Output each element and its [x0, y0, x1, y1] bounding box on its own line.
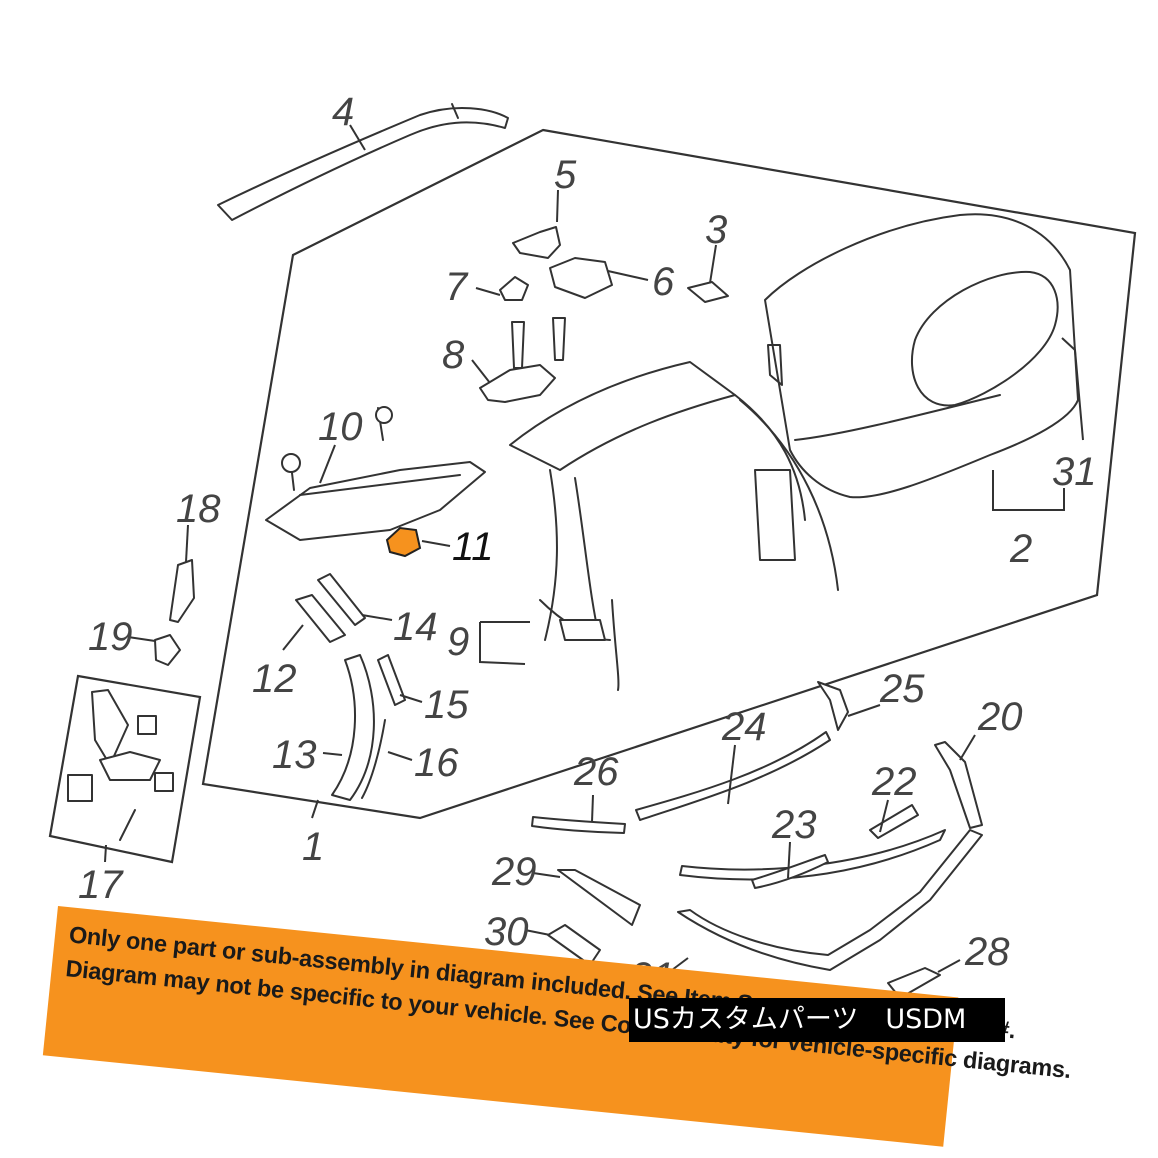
callout-8: 8 [442, 333, 465, 377]
soft-top-drawing [764, 213, 1079, 499]
callout-11: 11 [452, 525, 494, 569]
callout-15: 15 [424, 683, 469, 727]
top-frame-mechanism-drawing [509, 361, 839, 691]
callout-9: 9 [447, 620, 469, 664]
callout-7: 7 [445, 265, 469, 309]
bracket-drawings [154, 559, 195, 666]
callout-30: 30 [484, 910, 529, 954]
shop-watermark: USカスタムパーツ USDM [629, 998, 1005, 1042]
lower-trim-drawings [531, 681, 983, 999]
callout-3: 3 [705, 208, 727, 252]
part-4-drawing [217, 103, 509, 221]
callout-10: 10 [318, 405, 363, 449]
callout-1: 1 [302, 825, 324, 869]
part-11-highlighted-drawing [385, 526, 422, 558]
callout-20: 20 [977, 695, 1023, 739]
callout-19: 19 [88, 615, 133, 659]
callout-23: 23 [771, 803, 817, 847]
callout-28: 28 [964, 930, 1010, 974]
callout-6: 6 [652, 260, 675, 304]
callout-14: 14 [393, 605, 438, 649]
callout-17: 17 [78, 863, 124, 907]
callout-4: 4 [332, 90, 354, 134]
side-trim-drawings [295, 573, 406, 801]
callout-labels: 4 5 3 6 7 8 10 11 18 19 14 9 12 15 13 16… [78, 90, 1097, 999]
callout-29: 29 [491, 850, 537, 894]
callout-18: 18 [176, 487, 221, 531]
hinge-hardware-drawings [479, 226, 729, 403]
callout-2: 2 [1009, 527, 1032, 571]
callout-12: 12 [252, 657, 297, 701]
callout-22: 22 [871, 760, 917, 804]
trim-panel-drawing [265, 406, 486, 541]
callout-13: 13 [272, 733, 317, 777]
callout-16: 16 [414, 741, 459, 785]
callout-26: 26 [573, 750, 619, 794]
callout-31: 31 [1052, 450, 1097, 494]
callout-5: 5 [554, 153, 577, 197]
control-unit-drawing [67, 689, 174, 841]
callout-25: 25 [879, 667, 925, 711]
callout-24: 24 [721, 705, 767, 749]
